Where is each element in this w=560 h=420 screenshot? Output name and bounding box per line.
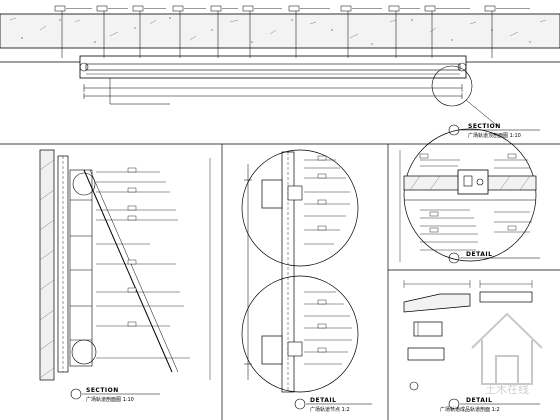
concrete-slab bbox=[0, 13, 560, 49]
detail-dimensions bbox=[244, 164, 252, 380]
right-track-channel bbox=[463, 175, 473, 187]
diagonal-brace-edge bbox=[89, 169, 179, 373]
right-bottom-detail-tag: DETAIL bbox=[466, 397, 492, 404]
track-rail bbox=[85, 63, 461, 71]
left-section-tag: SECTION bbox=[86, 387, 119, 394]
middle-detail-drawing: DETAIL 广场轨道节点 1:2 bbox=[241, 149, 372, 413]
profile-mid-left bbox=[413, 321, 443, 337]
top-section-tag: SECTION bbox=[468, 123, 501, 130]
right-top-tag-boxes bbox=[419, 153, 517, 233]
right-top-title-marker bbox=[448, 252, 460, 264]
left-callout-bottom bbox=[71, 339, 97, 365]
right-detail-circle bbox=[403, 128, 537, 262]
top-tag-boxes bbox=[54, 5, 496, 12]
diagonal-brace bbox=[83, 169, 173, 373]
slab-hatch bbox=[9, 17, 547, 41]
left-title-marker bbox=[70, 388, 82, 400]
right-track-wheel bbox=[476, 178, 484, 186]
detail-bracket-bottom bbox=[261, 335, 283, 365]
right-title-marker bbox=[448, 398, 460, 410]
panel-ribs bbox=[70, 199, 92, 341]
right-slab-hatch bbox=[409, 175, 531, 191]
profile-top-right bbox=[479, 291, 533, 303]
right-bottom-detail-drawing: DETAIL 广场轨道成品轨道剖面 1:2 bbox=[403, 280, 540, 413]
middle-detail-caption: 广场轨道节点 1:2 bbox=[310, 406, 350, 413]
profile-low-left bbox=[407, 347, 445, 361]
left-section-drawing: SECTION 广场轨道剖面图 1:10 bbox=[39, 149, 211, 403]
right-top-detail-drawing bbox=[399, 128, 537, 262]
detail-clip-top bbox=[287, 185, 303, 201]
left-tag-boxes bbox=[127, 167, 137, 327]
wall-section bbox=[39, 149, 55, 381]
panel-frame bbox=[69, 169, 93, 367]
top-section-drawing: SECTION 广场轨道顶剖面图 1:10 bbox=[0, 5, 560, 139]
sheet-frame bbox=[0, 143, 560, 420]
middle-title-marker bbox=[294, 398, 306, 410]
wall-hatch bbox=[39, 159, 55, 379]
left-callout-top bbox=[72, 172, 96, 196]
middle-tag-boxes bbox=[317, 155, 327, 353]
top-leaders bbox=[61, 8, 493, 58]
track-end-left bbox=[79, 62, 89, 72]
track-box bbox=[79, 55, 467, 79]
top-dimensions bbox=[83, 78, 463, 105]
profile-wheel bbox=[409, 381, 419, 391]
top-callout-leader bbox=[465, 99, 501, 129]
track-end-right bbox=[457, 62, 467, 72]
left-section-caption: 广场轨道剖面图 1:10 bbox=[86, 396, 134, 403]
left-leaders bbox=[96, 171, 190, 359]
right-top-detail-tag: DETAIL bbox=[466, 251, 492, 258]
detail-circle-bottom bbox=[241, 275, 359, 393]
detail-clip-bottom bbox=[287, 341, 303, 357]
middle-detail-tag: DETAIL bbox=[310, 397, 336, 404]
top-section-caption: 广场轨道顶剖面图 1:10 bbox=[468, 132, 521, 139]
middle-leaders bbox=[304, 159, 352, 365]
profile-top-left bbox=[403, 293, 471, 313]
right-top-leaders bbox=[420, 159, 532, 251]
slab-dots bbox=[21, 17, 531, 45]
right-bottom-dimensions bbox=[403, 280, 533, 288]
detail-bracket-top bbox=[261, 179, 283, 209]
right-track-profile bbox=[457, 169, 489, 195]
right-bottom-detail-caption: 广场轨道成品轨道剖面 1:2 bbox=[440, 406, 500, 413]
top-callout-circle bbox=[431, 65, 473, 107]
detail-circle-top bbox=[241, 149, 359, 267]
